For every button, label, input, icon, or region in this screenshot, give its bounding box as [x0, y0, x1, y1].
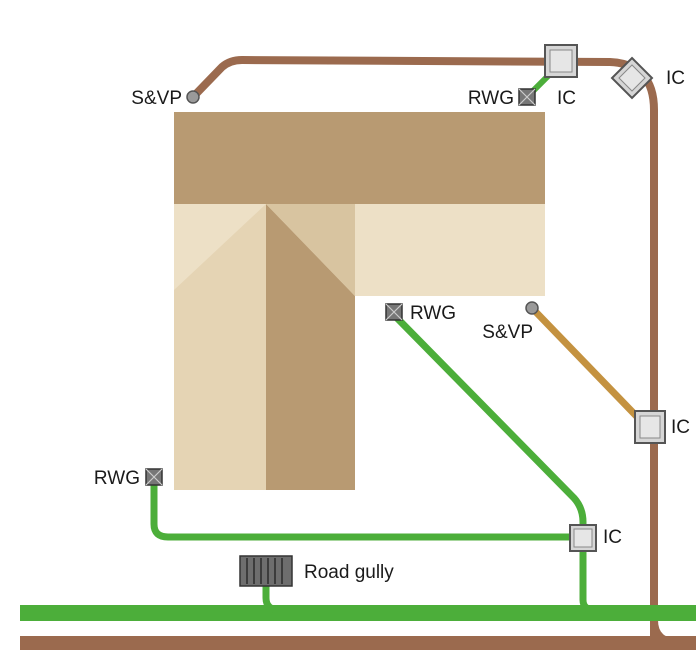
ic-top-label: IC — [557, 88, 576, 109]
ic-bottom-label: IC — [603, 527, 622, 548]
foul-drain-network — [20, 56, 696, 650]
rwg-left-marker — [145, 468, 163, 486]
ic-bottom-marker — [569, 524, 597, 552]
ic-top-marker — [544, 44, 578, 78]
svp-middle-marker — [525, 301, 539, 315]
road-gully-label: Road gully — [304, 562, 394, 583]
rwg-left-label: RWG — [94, 468, 140, 489]
roof-wing-mid-section — [266, 204, 355, 296]
rwg-middle-label: RWG — [410, 303, 456, 324]
foul-drain-top-run — [190, 56, 658, 640]
road-gully-marker — [239, 555, 293, 587]
roof-wing-dark-section — [266, 204, 355, 490]
foul-drain-sewer-connection — [650, 619, 681, 647]
surface-drain-ic-to-sewer — [579, 548, 596, 614]
rwg-top-label: RWG — [468, 88, 514, 109]
ic-right-label: IC — [671, 417, 690, 438]
surface-drain-road-gully-link — [262, 585, 281, 614]
surface-drain-from-rwg-middle — [394, 315, 587, 538]
svp-branch-pipe — [529, 305, 648, 428]
roof-top-dark-section — [174, 112, 545, 204]
ic-top-right-label: IC — [666, 68, 685, 89]
surface-drain-from-rwg-left — [150, 484, 570, 541]
svp-middle-label: S&VP — [482, 322, 533, 343]
ic-top-right-diamond-marker — [610, 56, 654, 100]
house-roof — [174, 112, 545, 490]
roof-hip-left-shade — [174, 204, 266, 490]
rwg-top-marker — [518, 88, 536, 106]
svp-top-marker — [186, 90, 200, 104]
rwg-middle-marker — [385, 303, 403, 321]
svp-top-label: S&VP — [131, 88, 182, 109]
ic-right-marker — [634, 410, 666, 444]
